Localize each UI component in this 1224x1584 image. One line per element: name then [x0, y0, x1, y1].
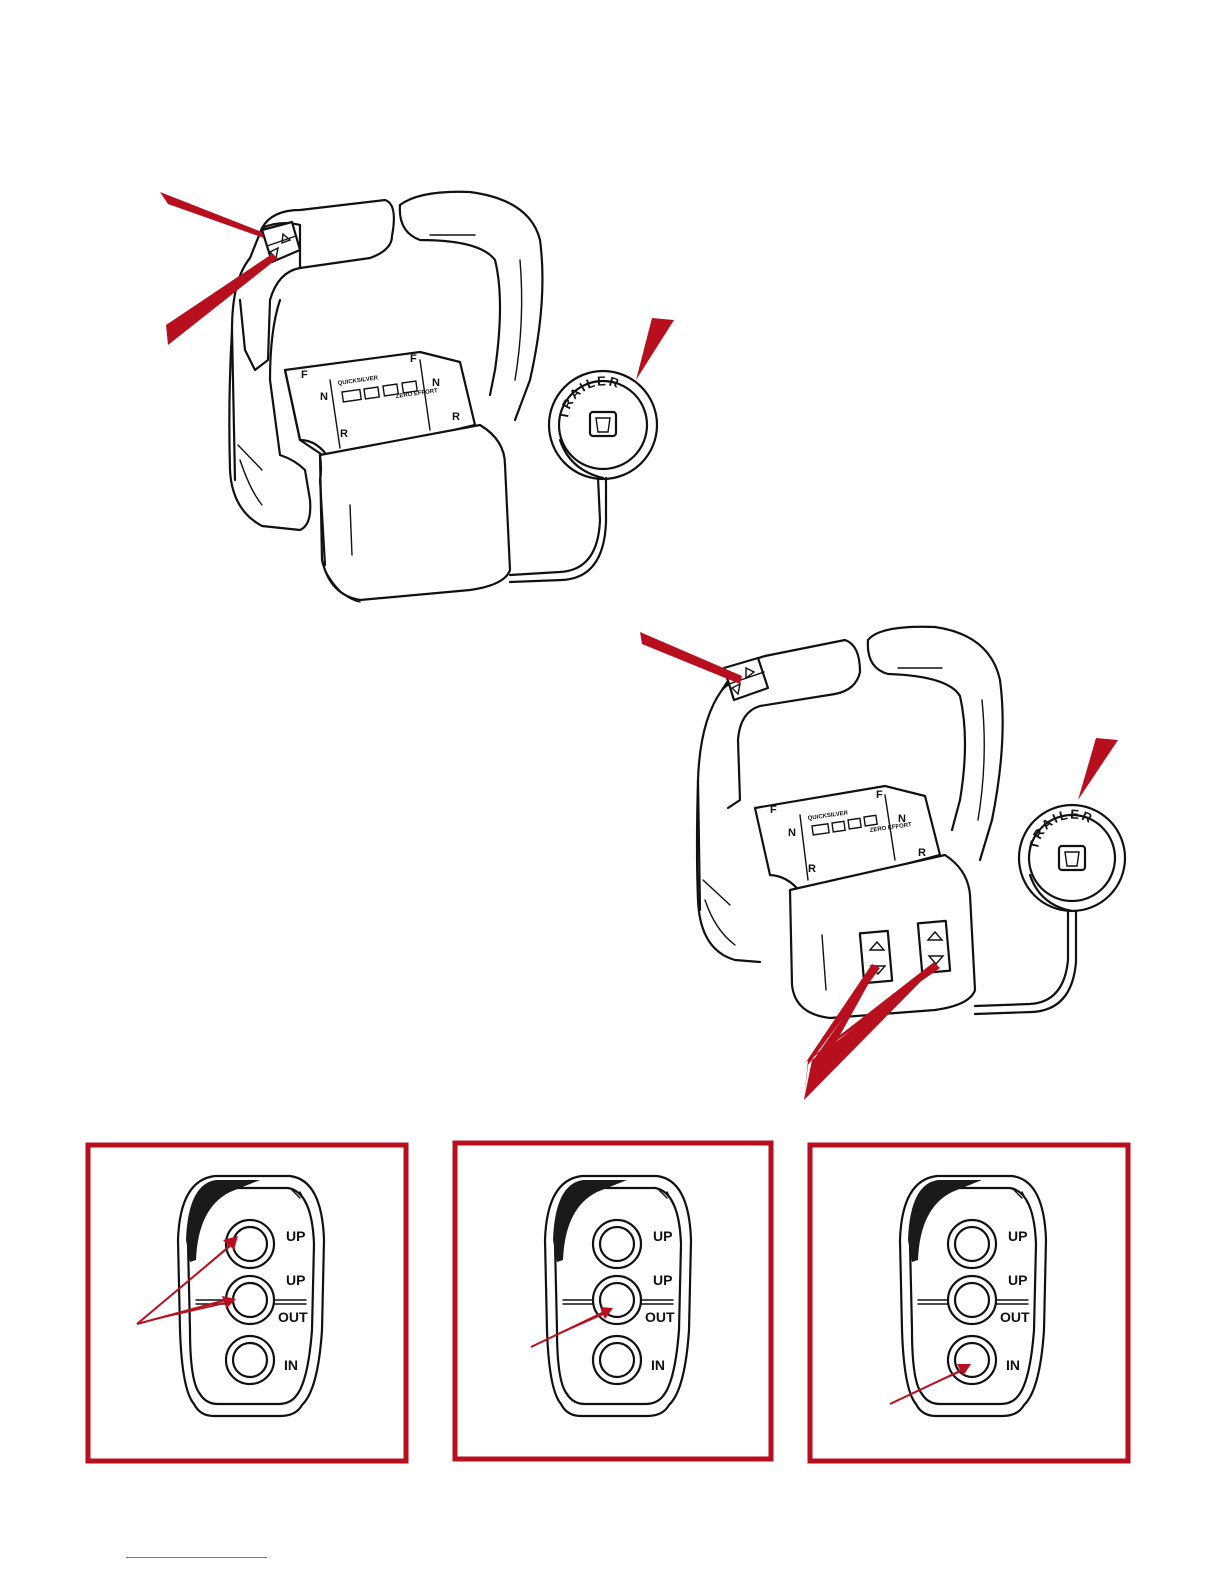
shift-neutral-label-left: N — [788, 827, 796, 839]
button-label-out: OUT — [278, 1309, 308, 1325]
callout-arrow-icon — [160, 192, 264, 238]
trim-panel-1: UP UP OUT IN — [88, 1145, 406, 1461]
footer-rule — [126, 1557, 267, 1558]
button-label-up-top: UP — [653, 1228, 672, 1244]
shift-reverse-label-right: R — [452, 411, 460, 423]
button-label-up: UP — [1008, 1272, 1027, 1288]
button-label-in: IN — [651, 1357, 665, 1373]
shift-reverse-label-left: R — [340, 428, 348, 440]
shift-forward-label-left: F — [770, 804, 777, 816]
shift-forward-label-left: F — [301, 369, 308, 381]
button-label-out: OUT — [1000, 1309, 1030, 1325]
callout-arrow-icon — [1078, 738, 1118, 800]
trim-button-1[interactable] — [948, 1220, 996, 1268]
callout-arrow-icon — [531, 1312, 604, 1347]
button-label-up: UP — [653, 1272, 672, 1288]
trim-button-3[interactable] — [226, 1336, 274, 1384]
button-label-in: IN — [284, 1357, 298, 1373]
shift-reverse-label-right: R — [918, 847, 926, 859]
button-label-up: UP — [286, 1272, 305, 1288]
button-label-in: IN — [1006, 1357, 1020, 1373]
trailer-switch[interactable]: TRAILER — [1019, 805, 1125, 911]
shift-neutral-label-left: N — [320, 391, 328, 403]
button-label-out: OUT — [645, 1309, 675, 1325]
trim-button-1[interactable] — [593, 1220, 641, 1268]
trim-button-cluster[interactable] — [262, 222, 300, 262]
trim-panel-3: UP UP OUT IN — [810, 1145, 1128, 1461]
callout-arrow-icon — [640, 632, 742, 684]
callout-arrow-icon — [636, 318, 674, 380]
button-label-up-top: UP — [1008, 1228, 1027, 1244]
trim-button-2[interactable] — [593, 1276, 641, 1324]
callout-arrow-icon — [166, 254, 278, 345]
shift-forward-label-right: F — [410, 353, 417, 365]
remote-control-handle-2: F N R F N R QUICKSILVER ZERO EFFORT — [697, 627, 1125, 1018]
trim-button-3[interactable] — [593, 1336, 641, 1384]
trailer-switch[interactable]: TRAILER — [549, 371, 657, 479]
trim-button-3[interactable] — [948, 1336, 996, 1384]
trim-button-2[interactable] — [948, 1276, 996, 1324]
trim-panel-2: UP UP OUT IN — [455, 1143, 771, 1459]
remote-control-handle-1: F N R F N R QUICKSILVER ZERO EFFORT — [229, 192, 657, 602]
shift-reverse-label-left: R — [808, 863, 816, 875]
shift-neutral-label-right: N — [432, 377, 440, 389]
shift-forward-label-right: F — [876, 789, 883, 801]
button-label-up-top: UP — [286, 1228, 305, 1244]
